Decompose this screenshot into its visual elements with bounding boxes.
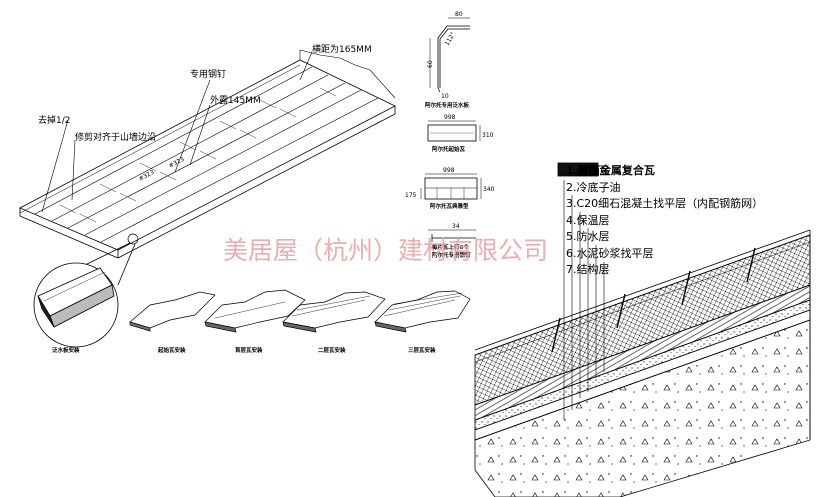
caption-second-course: 二层瓦安装: [318, 346, 346, 354]
section-legend: 1.沥青瓦 2.冷底子油 3.C20细石混凝土找平层（内配钢筋网） 4.保温层 …: [566, 164, 763, 276]
starter-course-sketch: [129, 291, 216, 332]
caption-first-course: 首层瓦安装: [235, 346, 263, 354]
caption-starter-install: 起始瓦安装: [157, 346, 186, 354]
shingle-detail: [420, 173, 482, 200]
flashing-detail-circle: [33, 262, 119, 348]
legend-item-1: 1.沥青瓦: [566, 164, 610, 177]
starter-strip-detail: [427, 120, 481, 142]
flashing-caption: 阿尔托专用泛水板: [425, 101, 470, 109]
nail-dim: 34: [452, 223, 460, 230]
nail-caption-1: 每片瓦上钉6个: [432, 243, 469, 251]
flashing-dim-top: 80: [455, 11, 463, 18]
caption-third-course: 三层瓦安装: [408, 346, 436, 354]
second-course-sketch: [282, 291, 386, 333]
company-watermark: 美居屋（杭州）建材有限公司: [223, 236, 548, 265]
shingle-dim-height: 340: [483, 186, 495, 193]
nail-caption-2: 阿尔托专用钢钉: [432, 251, 471, 259]
flashing-dim-angle: 112°: [444, 31, 457, 47]
shingle-dim-left: 175: [405, 192, 417, 199]
flashing-dim-left: 60: [427, 60, 434, 68]
starter-dim-width: 998: [444, 114, 456, 121]
legend-item-4: 4.保温层: [566, 213, 610, 227]
roof-section-detail: [474, 162, 811, 497]
nail-label: 专用钢钉: [190, 68, 226, 80]
starter-dim-height: 310: [482, 132, 494, 139]
legend-item-2: 2.冷底子油: [566, 180, 621, 194]
legend-item-5: 5.防水层: [566, 229, 610, 243]
nail-detail: [428, 229, 476, 242]
spacing-label: 横距为165MM: [312, 43, 372, 55]
legend-item-7: 7.结构层: [566, 262, 610, 276]
first-course-sketch: [204, 289, 306, 333]
flashing-dim-small: 10: [441, 93, 449, 100]
shingle-dim-width: 998: [443, 167, 455, 174]
shingle-caption: 阿尔托瓦典雅型: [430, 202, 469, 210]
exposure-label: 外露145MM: [210, 94, 261, 106]
starter-caption: 阿尔托起始瓦: [432, 145, 466, 153]
trim-label: 修剪对齐于山墙边沿: [75, 131, 156, 143]
caption-flashing-install: 泛水板安装: [52, 346, 80, 354]
third-course-sketch: [374, 290, 471, 333]
flashing-profile-detail: [429, 17, 470, 93]
remove-half-label: 去掉1/2: [38, 114, 71, 126]
legend-overlap-text: 1.屋面金属复合瓦: [566, 163, 655, 177]
legend-item-6: 6.水泥砂浆找平层: [566, 246, 654, 260]
legend-item-3: 3.C20细石混凝土找平层（内配钢筋网）: [566, 196, 763, 210]
shingle-roof-isometric: [19, 49, 396, 286]
